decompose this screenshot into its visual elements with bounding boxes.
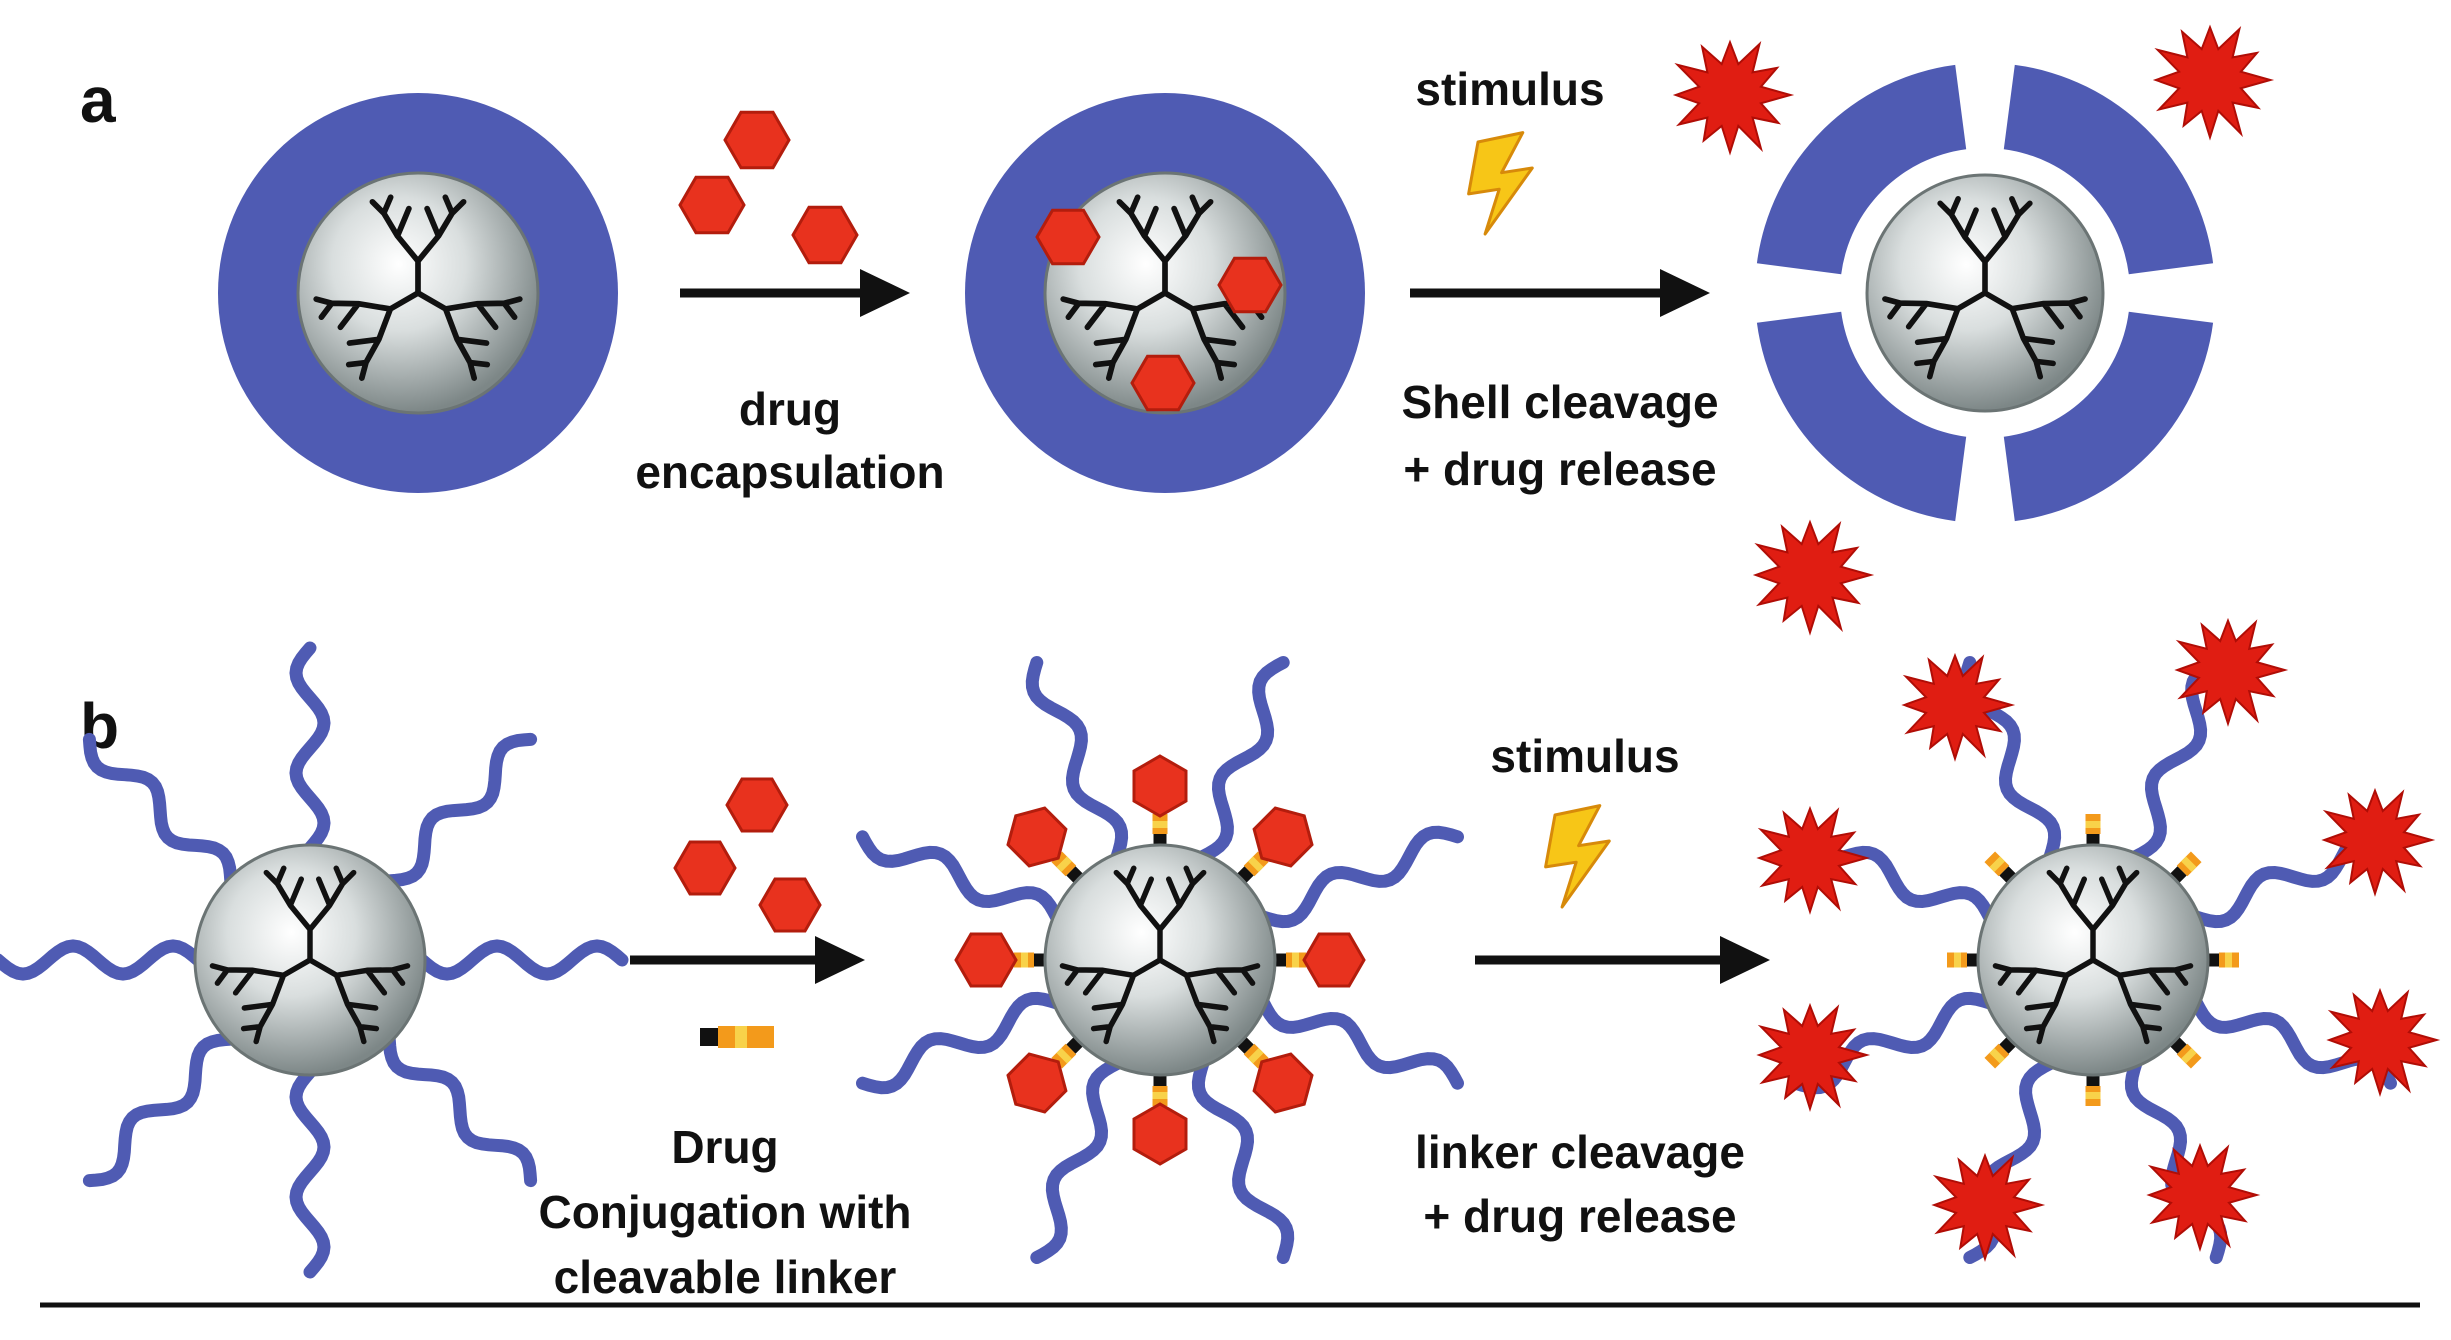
panel-b-stimulus-label: stimulus [1490,730,1679,782]
panel-a-step2-line2: + drug release [1403,443,1716,495]
panel-a-step1-line1: drug [739,383,841,435]
released-drug-starburst-icon [1901,652,2016,762]
lightning-bolt-icon [1544,804,1611,909]
drug-hexagon-icon [758,877,822,933]
process-arrow-head [815,936,865,984]
peg-chain-icon [1257,825,1464,929]
linker-stripe [1989,1048,2005,1064]
drug-hexagon-icon [1217,256,1283,314]
drug-hexagon-icon [1132,754,1188,818]
peg-chain-icon [415,939,629,981]
panel-b-step2-line1: linker cleavage [1415,1126,1745,1178]
drug-hexagon-icon [1130,354,1196,412]
peg-chain-icon [1030,1057,1124,1264]
peg-chain-icon [1257,996,1464,1090]
cleaved-shell-fragment [2003,64,2214,275]
released-drug-starburst-icon [2321,787,2436,897]
panel-a-step1-line2: encapsulation [635,446,944,498]
peg-chain-icon [289,641,331,855]
released-drug-starburst-icon [1756,805,1871,915]
released-drug-starburst-icon [1756,1002,1871,1113]
drug-hexagon-icon [725,777,789,833]
panel-b-step2-line2: + drug release [1423,1190,1736,1242]
released-drug-starburst-icon [1931,1152,2046,1263]
drug-hexagon-icon [673,840,737,896]
drug-hexagon-icon [1252,1052,1314,1114]
drug-hexagon-icon [1252,806,1314,868]
peg-chain-icon [1025,656,1129,863]
linker-stripe [1056,856,1072,872]
released-drug-starburst-icon [2174,617,2289,727]
linker-stripe [735,1026,747,1048]
linker-anchor [700,1028,718,1046]
process-arrow-head [1720,936,1770,984]
lightning-bolt-icon [1467,131,1534,236]
released-drug-starburst-icon [2326,987,2441,1098]
peg-chain-icon [289,1065,331,1279]
panel-b-step1-line1: Drug [671,1121,778,1173]
linker-stripe [2181,1048,2197,1064]
drug-hexagon-icon [723,110,791,170]
peg-chain-icon [0,939,205,981]
peg-chain-icon [382,732,538,888]
peg-chain-icon [382,1032,538,1188]
panel-a-step2-line1: Shell cleavage [1401,376,1718,428]
cleaved-shell-fragment [2003,311,2214,522]
peg-chain-icon [1191,1057,1295,1264]
peg-chain-icon [1196,656,1290,863]
drug-hexagon-icon [1006,1052,1068,1114]
peg-chain-icon [856,991,1063,1095]
peg-chain-icon [82,732,238,888]
drug-hexagon-icon [1302,932,1366,988]
released-drug-starburst-icon [1752,519,1875,636]
drug-hexagon-icon [954,932,1018,988]
linker-stripe [2181,856,2197,872]
process-arrow-head [1660,269,1710,317]
cleaved-shell-fragment [1756,64,1967,275]
drug-hexagon-icon [1035,208,1101,266]
linker-stripe [1248,856,1264,872]
released-drug-starburst-icon [2146,1142,2261,1253]
process-arrow-head [860,269,910,317]
peg-chain-icon [82,1032,238,1188]
peg-chain-icon [856,830,1063,924]
drug-hexagon-icon [678,175,746,235]
panel-a-label: a [80,64,116,136]
linker-stripe [1056,1048,1072,1064]
released-drug-starburst-icon [1672,39,1795,156]
released-drug-starburst-icon [2152,24,2275,141]
panel-b-step1-line3: cleavable linker [554,1251,897,1303]
drug-hexagon-icon [791,205,859,265]
graphics-layer [0,24,2441,1279]
drug-hexagon-icon [1132,1102,1188,1166]
cleaved-shell-fragment [1756,311,1967,522]
drug-hexagon-icon [1006,806,1068,868]
panel-b-step1-line2: Conjugation with [538,1186,911,1238]
panel-a-stimulus-label: stimulus [1415,63,1604,115]
linker-stripe [1248,1048,1264,1064]
linker-stripe [1989,856,2005,872]
